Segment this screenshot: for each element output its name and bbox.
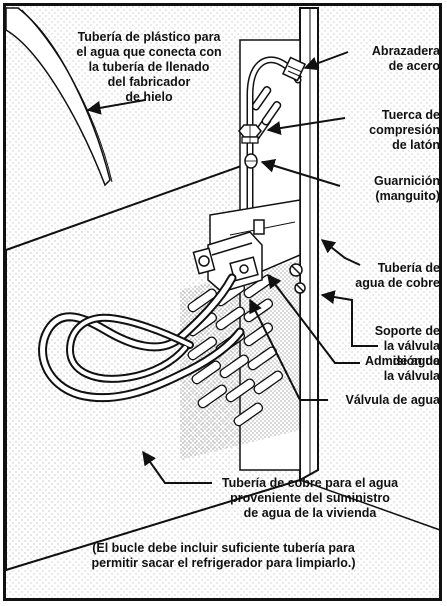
label-plastic-tube: Tubería de plástico para el agua que con… (76, 30, 222, 104)
label-supply-tube: Tubería de cobre para el agua provenient… (221, 476, 399, 520)
leader-copper-tube (320, 239, 361, 266)
label-steel-clamp: Abrazadera de acero (371, 44, 440, 73)
label-copper-tube: Tubería de agua de cobre (355, 261, 440, 290)
leader-lines (86, 51, 378, 484)
leader-compression-nut (266, 117, 346, 135)
plate-slots (251, 86, 282, 141)
ferrule (244, 153, 258, 169)
refrigerator-back-inner (21, 9, 113, 183)
label-ferrule: Guarnición (manguito) (374, 174, 440, 203)
copper-supply-coil (38, 273, 245, 403)
label-water-valve: Válvula de agua (345, 393, 440, 407)
label-valve-bracket: Soporte de la válvula de agua (374, 324, 440, 368)
leader-supply-tube (142, 450, 212, 484)
leader-plastic-tube (86, 99, 146, 115)
leader-steel-clamp (303, 51, 349, 71)
leader-valve-bracket (320, 290, 378, 347)
compression-nut (238, 124, 262, 144)
leader-water-valve (249, 298, 328, 401)
leader-ferrule (260, 159, 341, 187)
steel-clamp (281, 56, 307, 82)
label-loop-note: (El bucle debe incluir suficiente tuberí… (91, 541, 356, 570)
label-valve-inlet: Admisión de la válvula (364, 354, 440, 383)
mounting-screws (289, 263, 306, 294)
water-valve (192, 219, 265, 293)
refrigerator-back-curve (5, 7, 111, 187)
diagram-frame (3, 3, 442, 601)
label-compression-nut: Tuerca de compresión de latón (369, 108, 440, 152)
leader-valve-inlet (267, 273, 360, 364)
